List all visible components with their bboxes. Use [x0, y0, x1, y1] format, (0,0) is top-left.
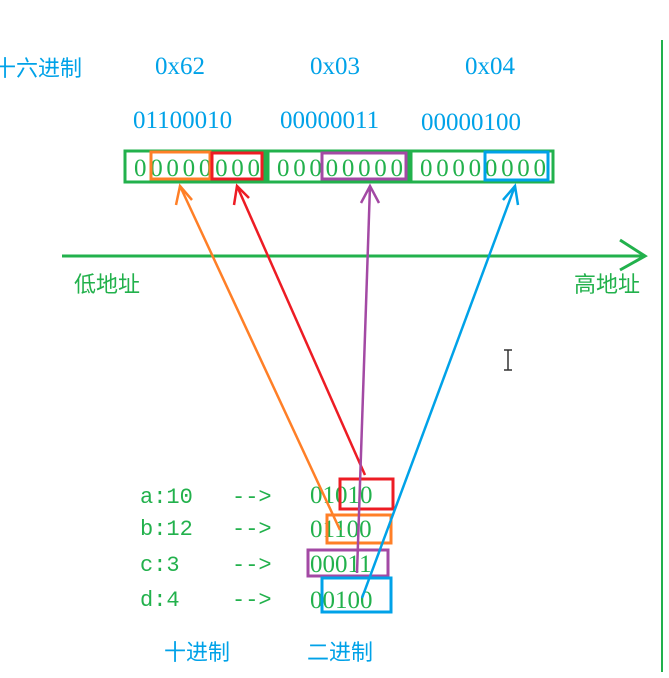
var-c-bits-highlight — [306, 548, 390, 578]
text-cursor-icon — [504, 349, 512, 371]
var-b-arrow: --> — [232, 517, 272, 542]
var-d-arrow: --> — [232, 588, 272, 613]
hex-label: 十六进制 — [0, 57, 82, 82]
binary-value-2: 00000011 — [280, 107, 379, 134]
var-a-bits-highlight — [338, 477, 395, 511]
binary-value-1: 01100010 — [133, 107, 232, 134]
binary-value-3: 00000100 — [421, 109, 521, 136]
decimal-label: 十进制 — [164, 641, 230, 666]
memory-byte-3 — [409, 149, 555, 184]
binary-label: 二进制 — [307, 641, 373, 666]
var-d-label: d:4 — [140, 588, 180, 613]
var-c-label: c:3 — [140, 553, 180, 578]
arrow-a-to-memory — [232, 183, 367, 476]
var-d-binary: 00100 — [310, 587, 373, 614]
var-c-arrow: --> — [232, 553, 272, 578]
var-b-label: b:12 — [140, 517, 193, 542]
var-a-arrow: --> — [232, 485, 272, 510]
arrow-b-to-memory — [174, 183, 342, 531]
high-address-label: 高地址 — [574, 273, 640, 298]
field-c-highlight — [320, 151, 408, 181]
field-d-highlight — [483, 150, 550, 182]
arrow-d-to-memory — [360, 183, 520, 599]
var-c-binary: 00011 — [310, 551, 372, 578]
hex-value-3: 0x04 — [465, 53, 516, 80]
var-a-label: a:10 — [140, 485, 193, 510]
arrow-c-to-memory — [355, 183, 381, 574]
memory-byte-3-bits: 00000000 — [420, 155, 546, 182]
memory-byte-2 — [266, 149, 410, 184]
field-b-highlight — [149, 150, 212, 181]
var-d-bits-highlight — [320, 576, 393, 614]
field-a-highlight — [210, 151, 264, 181]
low-address-label: 低地址 — [74, 273, 140, 298]
axis-arrowhead-icon — [619, 238, 648, 272]
hex-value-1: 0x62 — [155, 53, 205, 80]
hex-value-2: 0x03 — [310, 53, 360, 80]
